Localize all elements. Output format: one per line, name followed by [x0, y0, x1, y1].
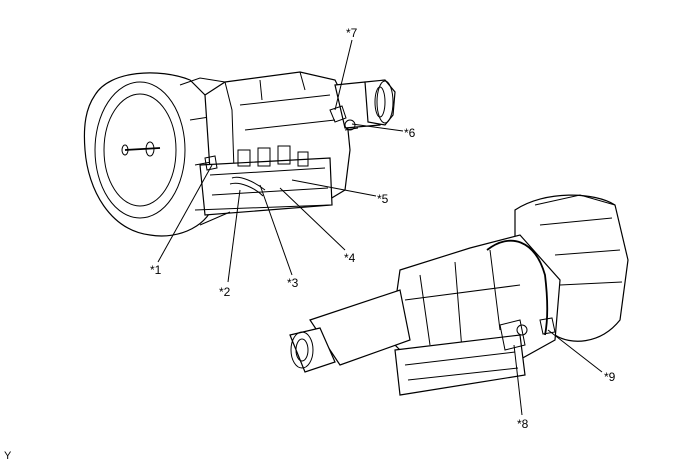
callout-7: *7	[346, 26, 358, 40]
callout-4: *4	[344, 251, 356, 265]
callout-1: *1	[150, 263, 162, 277]
callout-9: *9	[604, 370, 616, 384]
callout-2: *2	[219, 285, 231, 299]
transmission-upper-left	[83, 71, 396, 237]
figure-code: Y	[4, 450, 12, 462]
callout-5: *5	[377, 192, 389, 206]
leader-lines	[157, 39, 603, 416]
callout-8: *8	[517, 417, 529, 431]
transmission-lower-right	[289, 194, 629, 396]
callout-3: *3	[287, 276, 299, 290]
callout-6: *6	[404, 126, 416, 140]
